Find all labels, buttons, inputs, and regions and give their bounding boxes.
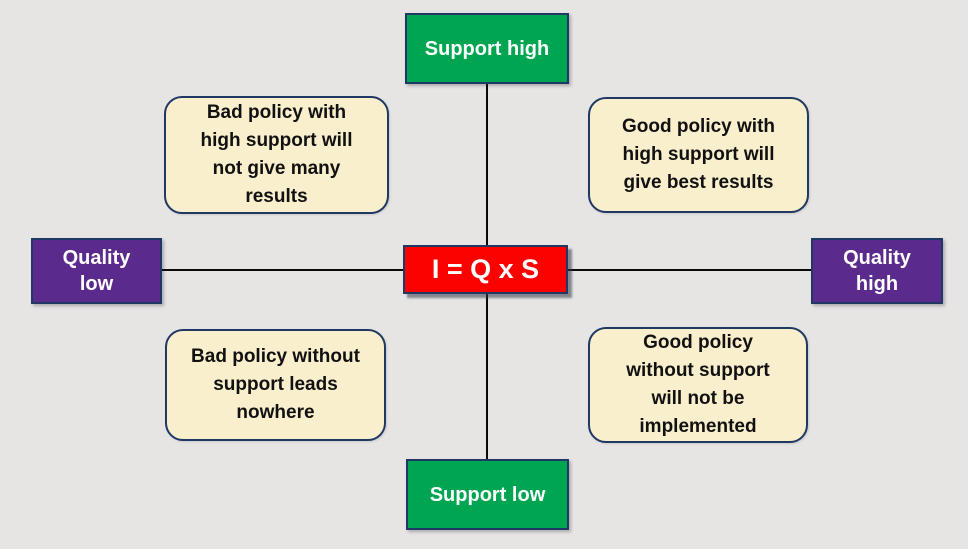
quality-low-label-box: Quality low [31,238,162,304]
quadrant-bad-policy-no-support: Bad policy without support leads nowhere [165,329,386,441]
formula-box: I = Q x S [403,245,568,294]
support-high-label-box: Support high [405,13,569,84]
support-low-label-box: Support low [406,459,569,530]
quadrant-good-policy-high-support: Good policy with high support will give … [588,97,809,213]
quality-high-label-box: Quality high [811,238,943,304]
quadrant-bad-policy-high-support: Bad policy with high support will not gi… [164,96,389,214]
quadrant-good-policy-no-support: Good policy without support will not be … [588,327,808,443]
